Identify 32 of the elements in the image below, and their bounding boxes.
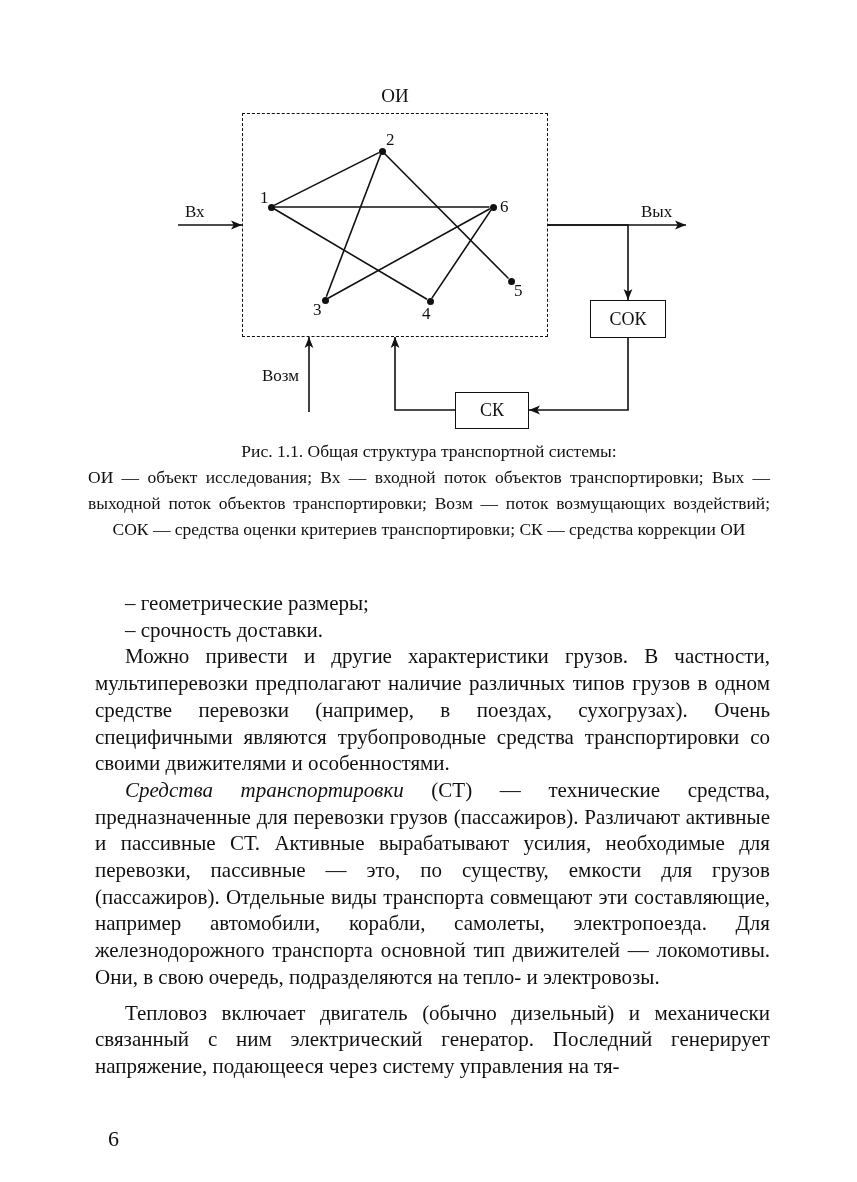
connecting-line: [325, 153, 382, 298]
connecting-line: [273, 208, 428, 300]
paragraph: Средства транспортировки (СТ) — технические средства, предназначенные для перевозки грузов (пассажиров). Различают активные и пассивные СТ. Активные вырабатывают усилия, необходимые для перевозки, пассивные — это, по существу, емкости для грузов (пассажиров). Отдельные виды транспорта совмещают эти составляющие, например автомобили, корабли, самолеты, электропоезда. Для железнодорожного транспорта основной тип движителей — локомотивы. Они, в свою очередь, подразделяются на тепло- и электровозы.: [95, 776, 770, 991]
connecting-line: [327, 207, 491, 300]
paragraph: Тепловоз включает двигатель (обычно дизельный) и механически связанный с ним электрический генератор. Последний генерирует напряжение, подающееся через систему управления на тя-: [95, 999, 770, 1080]
arrow: [177, 220, 243, 230]
paragraph: Можно привести и другие характеристики грузов. В частности, мультиперевозки предполагают наличие различных типов грузов в одном средстве перевозки (например, в поездах, сухогрузах). Очень специфичными являются трубопроводные средства транспортировки со своими движителями и особенностями.: [95, 643, 770, 777]
connecting-line: [273, 206, 491, 208]
connecting-line: [383, 152, 510, 280]
point-number: 3: [313, 301, 322, 319]
list-item: – геометрические размеры;: [124, 590, 370, 617]
edge-label: Возм: [262, 366, 300, 386]
point-number: 6: [500, 198, 509, 216]
arrow: [528, 337, 629, 415]
point-number: 1: [260, 189, 269, 207]
edge-label: Вых: [641, 202, 673, 222]
process-box: СОК: [590, 300, 666, 338]
block-title: ОИ: [381, 85, 409, 106]
page-number: 6: [108, 1126, 119, 1152]
connecting-line: [431, 209, 492, 299]
arrow: [390, 336, 456, 411]
edge-label: Вх: [185, 202, 205, 222]
caption-text: ОИ — объект исследования; Вх — входной поток объектов транспортировки; Вых — выходной поток объектов транспортировки; Возм — поток возмущающих воздействий; СОК — средства оценки критериев транспортировки; СК — средства коррекции ОИ: [88, 466, 770, 541]
figure-caption: Рис. 1.1. Общая структура транспортной системы:: [240, 440, 618, 463]
list-item: – срочность доставки.: [124, 616, 325, 644]
point-number: 5: [514, 282, 523, 300]
connecting-line: [273, 151, 380, 207]
point-number: 4: [422, 305, 431, 323]
arrow: [547, 224, 633, 301]
process-box: СК: [455, 392, 529, 429]
arrow: [304, 336, 314, 413]
point-number: 2: [386, 131, 395, 149]
